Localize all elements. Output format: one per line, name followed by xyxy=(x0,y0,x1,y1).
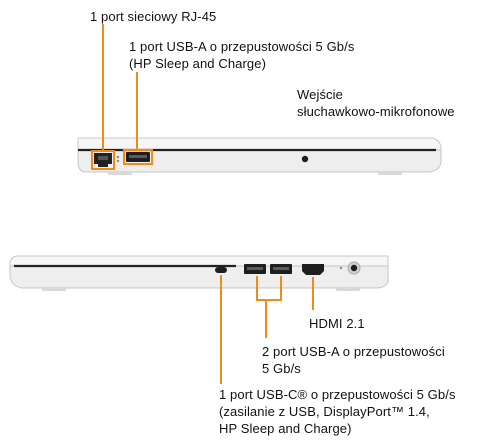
laptop-base xyxy=(9,265,389,289)
leader-lines-top xyxy=(91,24,153,170)
usb-a-port-icon xyxy=(244,264,266,274)
laptop-right-side-view xyxy=(9,255,389,291)
label-usb-c: 1 port USB-C® o przepustowości 5 Gb/s (z… xyxy=(219,387,456,436)
label-rj45: 1 port sieciowy RJ-45 xyxy=(90,9,217,24)
leader-lines-bottom xyxy=(220,275,314,384)
hdmi-port-icon xyxy=(302,264,324,275)
laptop-base xyxy=(77,149,442,173)
status-led xyxy=(116,155,120,159)
audio-jack-icon xyxy=(301,155,309,163)
usb-a-port-icon xyxy=(270,264,292,274)
laptop-lid xyxy=(9,255,389,267)
label-usb-a-bottom: 2 port USB-A o przepustowości 5 Gb/s xyxy=(262,344,445,376)
leader-usba2-bracket xyxy=(256,276,282,301)
label-usb-a-top: 1 port USB-A o przepustowości 5 Gb/s (HP… xyxy=(129,39,355,71)
ethernet-port-icon xyxy=(94,153,112,167)
label-hdmi: HDMI 2.1 xyxy=(309,316,365,331)
usba-highlight xyxy=(123,149,153,165)
rubber-foot xyxy=(42,288,66,291)
usb-a-port-icon xyxy=(126,152,150,162)
status-led xyxy=(116,159,120,163)
power-button-icon xyxy=(347,261,361,275)
label-audio-jack: Wejście słuchawkowo-mikrofonowe xyxy=(297,87,455,119)
status-led xyxy=(339,266,343,270)
laptop-left-side-view xyxy=(77,137,442,175)
rubber-foot xyxy=(378,172,402,175)
rubber-foot xyxy=(336,288,360,291)
rj45-highlight xyxy=(91,150,115,170)
usb-c-port-icon xyxy=(215,267,227,273)
rubber-foot xyxy=(108,172,132,175)
laptop-lid xyxy=(77,137,442,151)
